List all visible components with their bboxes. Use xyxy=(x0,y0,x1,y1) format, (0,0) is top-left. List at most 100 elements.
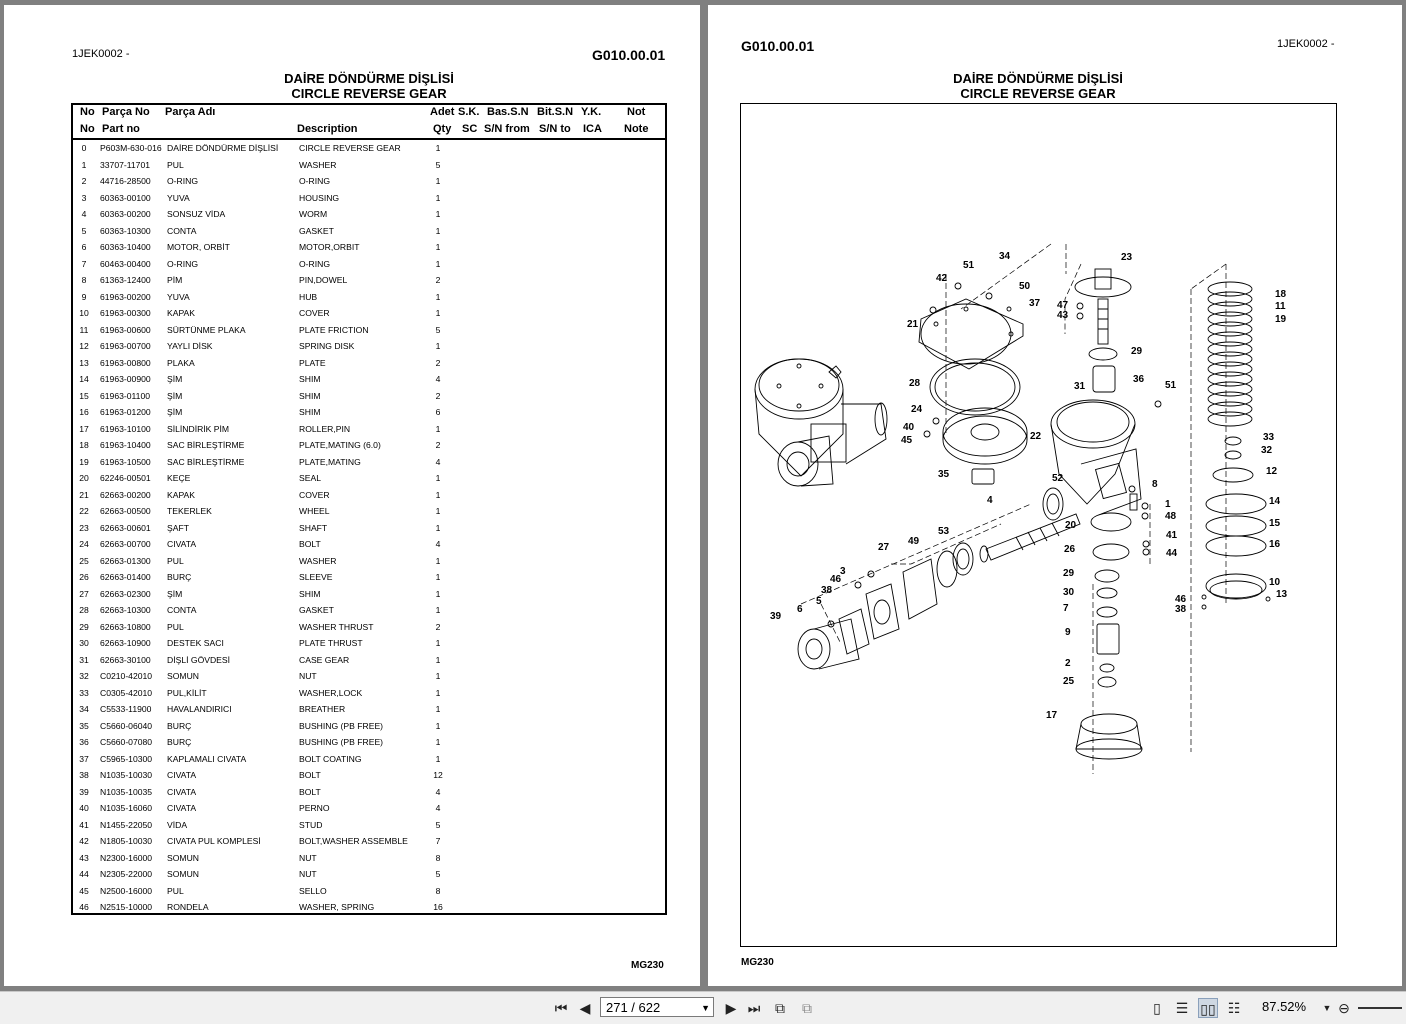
title-turkish-right: DAİRE DÖNDÜRME DİŞLİSİ xyxy=(953,71,1123,86)
row-description: WASHER THRUST xyxy=(299,621,374,632)
row-no: 36 xyxy=(79,737,89,747)
prev-page-icon[interactable]: ◀ xyxy=(579,1000,591,1016)
row-part-name: KAPAK xyxy=(167,489,196,500)
zoom-slider[interactable] xyxy=(1358,1007,1402,1009)
row-part-name: PUL xyxy=(167,621,184,632)
row-part-name: SAC BİRLEŞTİRME xyxy=(167,440,245,450)
callout-number: 47 xyxy=(1057,300,1069,311)
row-qty: 1 xyxy=(435,654,441,665)
row-description: WASHER xyxy=(299,555,337,566)
facing-icon[interactable]: ▯▯ xyxy=(1198,998,1218,1018)
continuous-facing-icon[interactable]: ☷ xyxy=(1227,1000,1241,1016)
row-no: 22 xyxy=(79,506,89,516)
row-part-no: 61963-01200 xyxy=(100,407,151,417)
callout-number: 23 xyxy=(1121,252,1133,263)
header-sc: S.K. xyxy=(458,106,480,118)
row-part-name: DESTEK SACI xyxy=(167,638,224,648)
callout-number: 19 xyxy=(1275,314,1287,325)
row-part-name: RONDELA xyxy=(167,902,209,912)
row-qty: 1 xyxy=(435,737,441,747)
next-page-icon[interactable]: ▶ xyxy=(725,1000,737,1016)
chevron-down-icon[interactable]: ▼ xyxy=(701,1003,710,1013)
header-ica-en: ICA xyxy=(583,123,602,135)
row-description: GASKET xyxy=(299,225,334,236)
row-part-no: C5660-06040 xyxy=(100,720,153,731)
row-description: STUD xyxy=(299,819,323,830)
row-qty: 4 xyxy=(435,803,441,813)
single-page-icon[interactable]: ▯ xyxy=(1153,1000,1161,1016)
row-qty: 1 xyxy=(435,258,441,269)
left-page: 1JEK0002 - G010.00.01 DAİRE DÖNDÜRME DİŞ… xyxy=(4,5,700,986)
callout-number: 13 xyxy=(1276,589,1288,600)
row-no: 11 xyxy=(79,324,89,335)
row-description: CIRCLE REVERSE GEAR xyxy=(299,143,401,153)
header-sn-to: Bit.S.N xyxy=(537,106,574,118)
row-part-name: ŞİM xyxy=(167,374,183,384)
row-qty: 1 xyxy=(435,209,441,219)
row-description: NUT xyxy=(299,869,317,879)
zoom-dropdown-icon[interactable]: ▼ xyxy=(1322,1003,1332,1013)
row-no: 40 xyxy=(79,803,89,813)
row-part-name: KEÇE xyxy=(167,473,191,483)
row-no: 44 xyxy=(79,869,89,879)
row-part-no: 62246-00501 xyxy=(100,473,151,483)
row-no: 6 xyxy=(81,242,87,252)
row-qty: 1 xyxy=(435,588,441,599)
zoom-level[interactable]: 87.52% xyxy=(1262,999,1307,1014)
callout-number: 38 xyxy=(821,585,833,596)
callout-number: 50 xyxy=(1019,281,1031,292)
row-part-name: CIVATA xyxy=(167,786,197,797)
continuous-icon[interactable]: ☰ xyxy=(1175,1000,1189,1016)
prev-view-icon[interactable]: ⧉ xyxy=(775,1000,785,1016)
row-part-name: CIVATA PUL KOMPLESİ xyxy=(167,836,261,846)
row-qty: 4 xyxy=(435,786,441,797)
row-part-no: 33707-11701 xyxy=(100,159,151,170)
row-description: SHIM xyxy=(299,588,321,599)
row-part-name: PUL,KİLİT xyxy=(167,687,207,698)
page-number-input[interactable]: 271 / 622 ▼ xyxy=(600,997,714,1017)
row-part-name: YUVA xyxy=(167,291,190,302)
row-qty: 2 xyxy=(435,390,441,401)
row-part-no: 60363-00200 xyxy=(100,209,151,219)
row-qty: 2 xyxy=(435,621,441,632)
row-part-no: 61963-00600 xyxy=(100,324,151,335)
first-page-icon[interactable]: ⏮ xyxy=(554,1000,568,1016)
callout-number: 32 xyxy=(1261,445,1273,456)
last-page-icon[interactable]: ⏭ xyxy=(747,1000,761,1016)
row-qty: 12 xyxy=(433,770,443,780)
callout-number: 34 xyxy=(999,251,1011,262)
callout-number: 53 xyxy=(938,526,950,537)
row-part-no: 62663-10300 xyxy=(100,605,151,615)
callout-number: 12 xyxy=(1266,466,1278,477)
row-part-name: CIVATA xyxy=(167,539,197,549)
row-description: SHIM xyxy=(299,390,321,401)
row-qty: 1 xyxy=(435,572,441,582)
group-code-right: G010.00.01 xyxy=(741,38,815,54)
row-no: 8 xyxy=(81,275,87,285)
callout-number: 17 xyxy=(1046,710,1058,721)
row-no: 33 xyxy=(79,687,89,698)
row-description: NUT xyxy=(299,852,317,863)
row-description: PERNO xyxy=(299,803,330,813)
zoom-out-icon[interactable]: ⊖ xyxy=(1338,1000,1350,1016)
next-view-icon[interactable]: ⧉ xyxy=(802,1000,812,1016)
row-part-no: N1455-22050 xyxy=(100,819,153,830)
row-qty: 1 xyxy=(435,192,441,203)
row-qty: 1 xyxy=(435,291,441,302)
row-part-no: 62663-00700 xyxy=(100,539,151,549)
row-part-no: C5660-07080 xyxy=(100,737,153,747)
